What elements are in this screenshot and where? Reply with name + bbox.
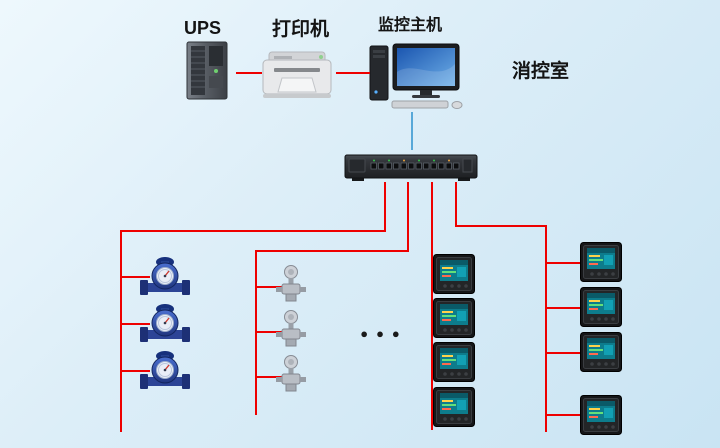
- control-room-label: 消控室: [512, 61, 570, 82]
- cable-printer-to-host: [336, 72, 370, 74]
- power-meter-a1-icon: [433, 254, 475, 299]
- water-meter-2-icon: [140, 301, 190, 352]
- stub-power-meter-b4: [545, 414, 582, 416]
- power-meter-b2-icon: [580, 287, 622, 332]
- ups-device-icon: [180, 40, 234, 107]
- bus-right-vertical: [545, 225, 547, 432]
- stub-water-meter-2: [120, 323, 150, 325]
- bus-right-horizontal: [455, 225, 547, 227]
- bus-mid-horizontal: [255, 250, 409, 252]
- ellipsis-more-devices: ●●●: [360, 326, 408, 341]
- power-meter-b4-icon: [580, 395, 622, 440]
- power-meter-b3-icon: [580, 332, 622, 377]
- power-meter-b1-icon: [580, 242, 622, 287]
- switch-downlink-3: [431, 182, 433, 430]
- stub-valve-3: [255, 376, 285, 378]
- power-meter-a4-icon: [433, 387, 475, 432]
- stub-water-meter-1: [120, 276, 150, 278]
- cable-host-to-switch: [411, 112, 413, 150]
- valve-2-icon: [276, 309, 306, 352]
- switch-downlink-1: [384, 182, 386, 230]
- stub-power-meter-b2: [545, 307, 582, 309]
- stub-power-meter-b1: [545, 262, 582, 264]
- switch-downlink-4: [455, 182, 457, 225]
- valve-3-icon: [276, 354, 306, 397]
- switch-downlink-2: [407, 182, 409, 250]
- water-meter-1-icon: [140, 254, 190, 305]
- bus-left-vertical: [120, 230, 122, 432]
- monitor-host-device-icon: [368, 42, 464, 115]
- water-meter-3-icon: [140, 348, 190, 399]
- stub-valve-1: [255, 286, 285, 288]
- stub-valve-2: [255, 331, 285, 333]
- stub-water-meter-3: [120, 370, 150, 372]
- valve-1-icon: [276, 264, 306, 307]
- stub-power-meter-b3: [545, 352, 582, 354]
- ups-label: UPS: [184, 18, 222, 38]
- cable-ups-to-printer: [236, 72, 262, 74]
- network-switch-device-icon: [344, 150, 478, 187]
- printer-device-icon: [260, 48, 334, 107]
- printer-label: 打印机: [272, 19, 330, 40]
- power-meter-a2-icon: [433, 298, 475, 343]
- power-meter-a3-icon: [433, 342, 475, 387]
- bus-left-horizontal: [120, 230, 386, 232]
- monitor-host-label: 监控主机: [378, 17, 443, 34]
